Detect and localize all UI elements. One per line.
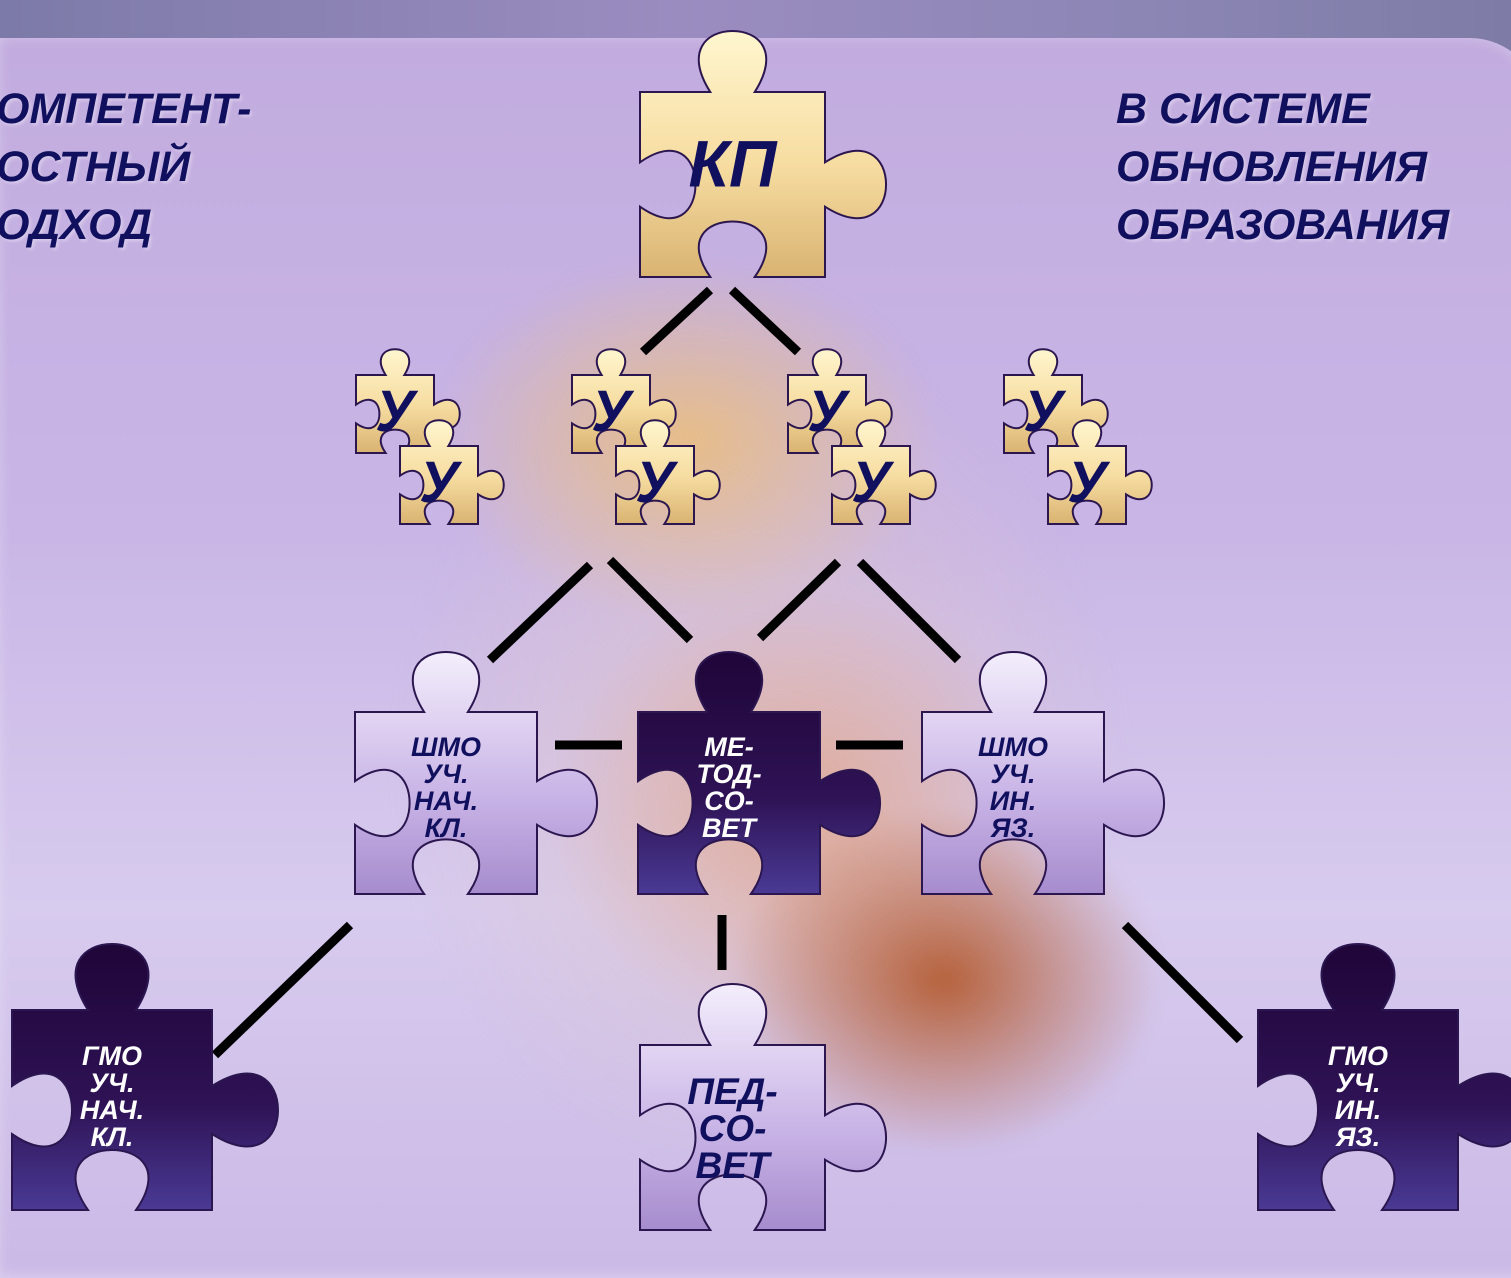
u-piece-label: У: [807, 379, 850, 444]
kp-piece: КП: [640, 31, 886, 277]
u-piece-label: У: [1067, 450, 1110, 515]
connector-line: [606, 556, 694, 644]
connector-line: [756, 558, 842, 642]
pedsovet-piece-label: ВЕТ: [696, 1145, 773, 1186]
pedsovet-piece-label: ПЕД-: [687, 1071, 777, 1112]
u-piece: У: [832, 420, 936, 524]
left-title: ОМПЕТЕНТ- ОСТНЫЙ ОДХОД: [0, 80, 251, 254]
pedsovet-piece: ПЕД-СО-ВЕТ: [640, 984, 886, 1230]
left-title-line-3: ОДХОД: [0, 201, 152, 249]
shmo-in-piece-label: ИН.: [990, 786, 1036, 816]
shmo-nach-piece-label: КЛ.: [425, 813, 468, 843]
gmo-nach-piece-label: УЧ.: [90, 1068, 135, 1098]
shmo-nach-piece-label: ШМО: [411, 732, 481, 762]
right-title: В СИСТЕМЕ ОБНОВЛЕНИЯ ОБРАЗОВАНИЯ: [1116, 80, 1449, 254]
right-title-line-3: ОБРАЗОВАНИЯ: [1116, 201, 1450, 249]
metodsovet-piece-label: СО-: [704, 786, 754, 816]
left-title-line-1: ОМПЕТЕНТ-: [0, 85, 252, 133]
u-piece: У: [572, 349, 676, 453]
metodsovet-piece-label: ТОД-: [696, 759, 761, 789]
connector-line: [486, 561, 594, 664]
shmo-in-piece-label: ЯЗ.: [990, 813, 1036, 843]
u-piece-label: У: [419, 450, 462, 515]
shmo-nach-piece-shape: [355, 652, 597, 894]
u-piece-label: У: [375, 379, 418, 444]
shmo-in-piece-label: УЧ.: [991, 759, 1036, 789]
shmo-nach-piece-label: УЧ.: [424, 759, 469, 789]
u-piece: У: [356, 349, 460, 453]
u-piece: У: [1048, 420, 1152, 524]
connector-line: [639, 286, 714, 356]
gmo-nach-piece-label: КЛ.: [91, 1122, 134, 1152]
metodsovet-piece-label: МЕ-: [704, 732, 754, 762]
u-piece-label: У: [851, 450, 894, 515]
right-title-line-1: В СИСТЕМЕ: [1116, 85, 1370, 133]
shmo-in-piece-label: ШМО: [978, 732, 1048, 762]
u-piece-label: У: [635, 450, 678, 515]
pedsovet-piece-label: СО-: [699, 1108, 767, 1149]
shmo-in-piece-shape: [922, 652, 1164, 894]
gmo-in-piece-label: ЯЗ.: [1335, 1122, 1381, 1152]
metodsovet-piece-label: ВЕТ: [702, 813, 759, 843]
connector-lines: [211, 286, 1244, 1059]
left-title-line-2: ОСТНЫЙ: [0, 143, 191, 191]
gmo-nach-piece-label: ГМО: [82, 1041, 142, 1071]
gmo-in-piece-label: ИН.: [1335, 1095, 1381, 1125]
puzzle-pieces: КПУУУУУУУУШМОУЧ.НАЧ.КЛ.МЕ-ТОД-СО-ВЕТШМОУ…: [12, 31, 1511, 1230]
connector-line: [856, 558, 962, 664]
shmo-nach-piece-label: НАЧ.: [414, 786, 478, 816]
connector-line: [728, 286, 802, 356]
u-piece: У: [616, 420, 720, 524]
gmo-in-piece-label: УЧ.: [1336, 1068, 1381, 1098]
gmo-in-piece-shape: [1258, 944, 1511, 1210]
gmo-in-piece-label: ГМО: [1328, 1041, 1388, 1071]
right-title-line-2: ОБНОВЛЕНИЯ: [1116, 143, 1427, 191]
kp-piece-label: КП: [688, 126, 778, 200]
u-piece: У: [1004, 349, 1108, 453]
connector-line: [1121, 921, 1244, 1044]
u-piece: У: [400, 420, 504, 524]
gmo-nach-piece-label: НАЧ.: [80, 1095, 144, 1125]
u-piece-label: У: [1023, 379, 1066, 444]
connector-line: [211, 921, 354, 1059]
metodsovet-piece: МЕ-ТОД-СО-ВЕТ: [638, 652, 880, 894]
u-piece: У: [788, 349, 892, 453]
u-piece-label: У: [591, 379, 634, 444]
gmo-nach-piece-shape: [12, 944, 278, 1210]
